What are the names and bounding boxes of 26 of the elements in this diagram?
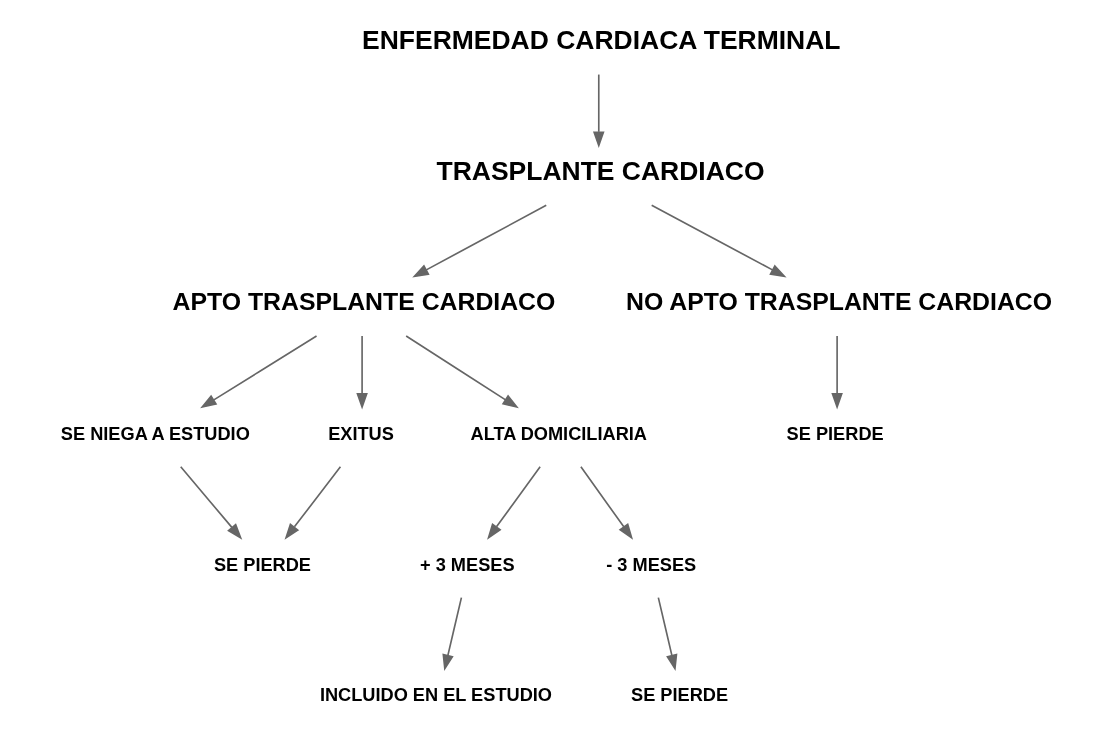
arrow: [179, 466, 243, 540]
arrow: [284, 466, 342, 540]
node-text: SE NIEGA A ESTUDIO: [60, 423, 250, 444]
arrow: [580, 466, 634, 540]
node-text: SE PIERDE: [631, 685, 729, 706]
arrow: [405, 335, 519, 409]
arrow: [487, 466, 541, 540]
node-text: - 3 MESES: [606, 554, 697, 575]
arrow: [592, 73, 605, 149]
node-text: NO APTO TRASPLANTE CARDIACO: [626, 288, 1053, 316]
node-text: SE PIERDE: [213, 554, 311, 575]
node-text: ALTA DOMICILIARIA: [470, 423, 647, 444]
node-text: INCLUIDO EN EL ESTUDIO: [319, 685, 552, 706]
arrow: [831, 335, 843, 410]
arrow: [356, 335, 368, 410]
node-text: TRASPLANTE CARDIACO: [436, 156, 765, 186]
arrow: [442, 596, 463, 671]
arrow: [412, 204, 548, 278]
arrow: [200, 335, 318, 409]
arrow: [650, 204, 787, 278]
node-text: ENFERMEDAD CARDIACA TERMINAL: [362, 25, 841, 56]
node-text: + 3 MESES: [420, 554, 515, 575]
arrow: [657, 596, 678, 671]
node-text: APTO TRASPLANTE CARDIACO: [172, 288, 556, 316]
node-text: EXITUS: [328, 423, 394, 444]
node-text: SE PIERDE: [786, 423, 884, 444]
